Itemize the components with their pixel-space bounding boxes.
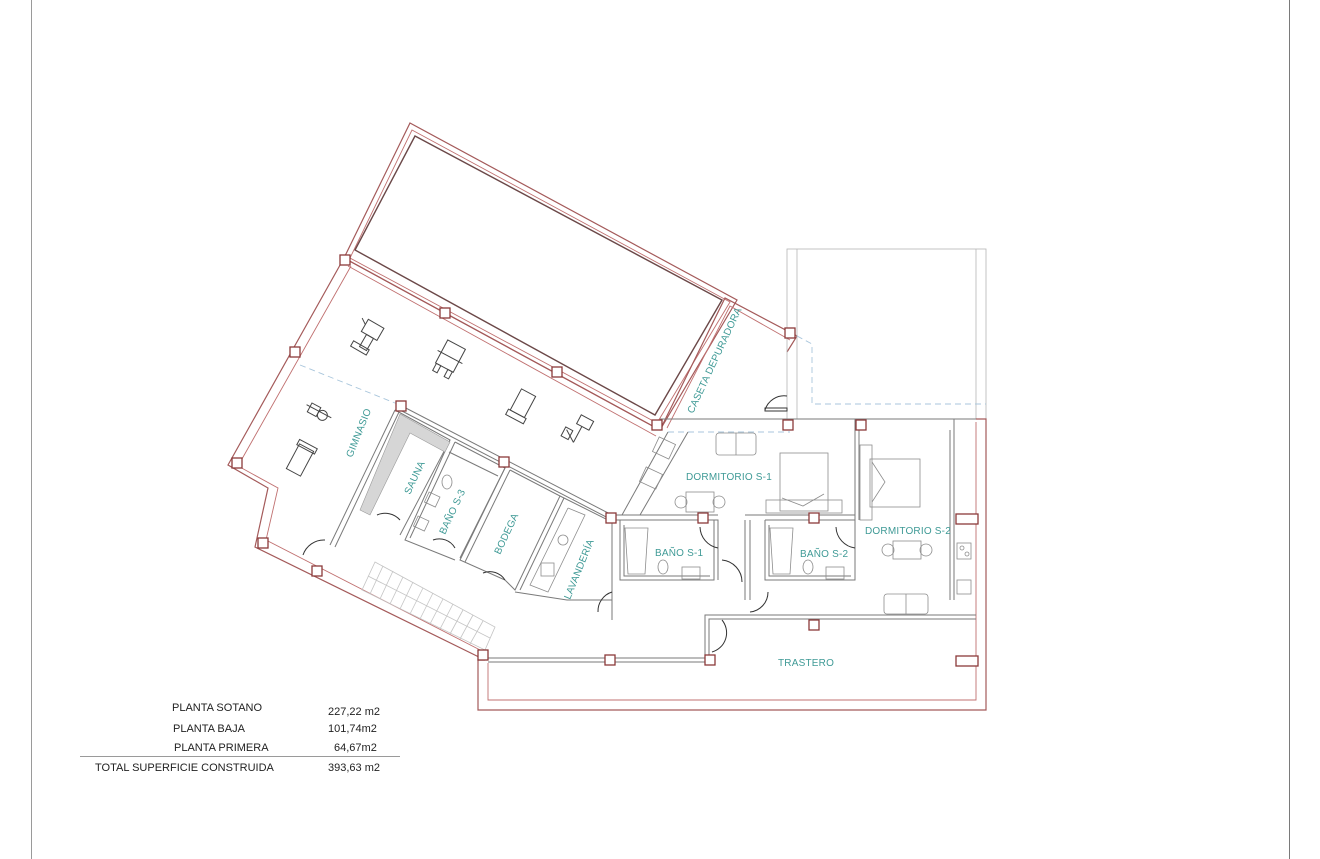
sheet-border-right <box>1289 0 1290 859</box>
treadmill-1 <box>504 388 537 425</box>
interior-walls-west <box>329 404 613 601</box>
total-label: TOTAL SUPERFICIE CONSTRUIDA <box>95 762 274 774</box>
row-value: 101,74m2 <box>328 723 377 735</box>
row-label: PLANTA BAJA <box>173 723 245 735</box>
label-lavanderia: LAVANDERÍA <box>561 537 597 601</box>
table-divider <box>80 756 400 757</box>
total-value: 393,63 m2 <box>328 762 380 774</box>
outer-walls-west <box>227 257 798 661</box>
cable-machine <box>560 414 595 443</box>
label-dormitorio-s1: DORMITORIO S-1 <box>686 472 772 483</box>
multi-gym-machine <box>431 339 467 380</box>
furniture <box>412 432 972 615</box>
leg-press-machine <box>349 317 385 356</box>
gym-equipment <box>285 317 595 477</box>
doors <box>302 395 856 653</box>
label-bano-s3: BAÑO S-3 <box>436 487 468 536</box>
reference-line <box>299 364 401 406</box>
row-value: 64,67m2 <box>334 742 377 754</box>
row-label: PLANTA SOTANO <box>172 702 263 714</box>
treadmill-2 <box>285 438 318 477</box>
label-bodega: BODEGA <box>493 512 522 557</box>
label-sauna: SAUNA <box>403 459 428 496</box>
label-trastero: TRASTERO <box>778 658 834 669</box>
label-bano-s1: BAÑO S-1 <box>655 546 704 559</box>
row-value: 227,22 m2 <box>328 706 380 718</box>
sheet-border-left <box>31 0 32 859</box>
staircase <box>361 561 496 651</box>
sauna-bench <box>359 413 451 516</box>
interior-walls-east <box>611 419 860 620</box>
label-gimnasio: GIMNASIO <box>345 407 375 459</box>
label-bano-s2: BAÑO S-2 <box>800 547 849 560</box>
outer-walls-east <box>477 248 987 711</box>
pool <box>343 122 738 431</box>
structural-columns <box>231 254 979 667</box>
exercise-bike <box>306 402 332 421</box>
row-label: PLANTA PRIMERA <box>174 742 269 754</box>
label-dormitorio-s2: DORMITORIO S-2 <box>865 526 951 537</box>
